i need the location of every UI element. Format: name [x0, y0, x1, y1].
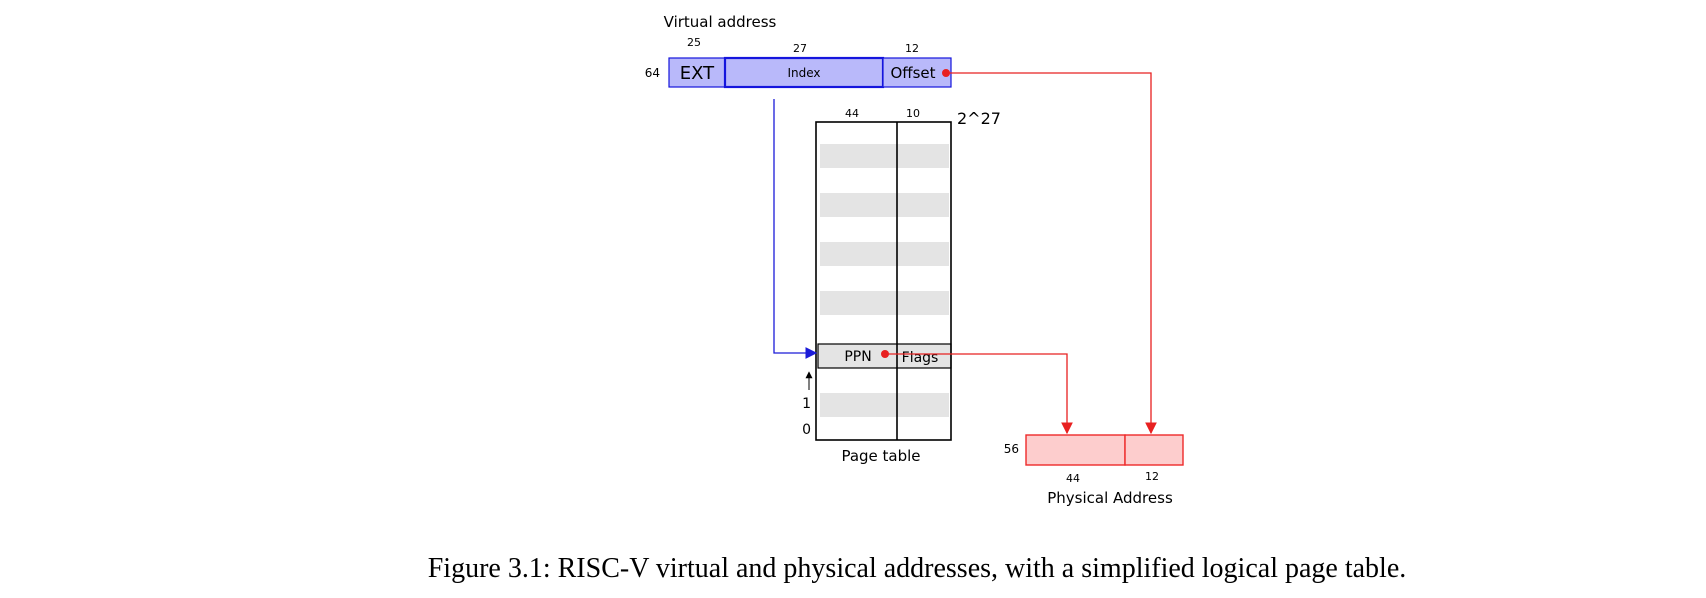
offset-bits-label: 12 — [905, 42, 919, 55]
row-label-1: 1 — [802, 396, 811, 412]
index-bits-label: 27 — [793, 42, 807, 55]
offset-source-dot — [942, 69, 950, 77]
page-table-outline — [815, 121, 952, 441]
ppn-column-bits: 44 — [845, 107, 859, 120]
ext-bits-label: 25 — [687, 36, 701, 49]
offset-copy-arrow — [946, 72, 1157, 435]
ppn-copy-arrow — [885, 353, 1073, 435]
physical-ppn-field — [1025, 434, 1126, 466]
ppn-source-dot — [881, 350, 889, 358]
page-table-row — [820, 144, 949, 168]
page-table-row — [820, 193, 949, 217]
physical-offset-bits: 12 — [1145, 470, 1159, 483]
page-table-label: Page table — [841, 447, 920, 465]
flags-column-bits: 10 — [906, 107, 920, 120]
index-field — [723, 56, 885, 89]
row-label-0: 0 — [802, 422, 811, 438]
physical-address-width: 56 — [1004, 442, 1019, 456]
ext-field — [668, 57, 726, 88]
page-table-row — [820, 393, 949, 417]
page-table-size: 2^27 — [957, 109, 1001, 128]
offset-field — [882, 57, 952, 88]
index-lookup-arrow — [773, 99, 818, 359]
index-field-label: Index — [787, 66, 820, 80]
virtual-address-width: 64 — [645, 66, 660, 80]
physical-address-label: Physical Address — [1047, 489, 1173, 507]
physical-offset-field — [1124, 434, 1184, 466]
flags-label: Flags — [902, 350, 939, 366]
page-table-row — [820, 242, 949, 266]
virtual-address-title: Virtual address — [664, 13, 777, 31]
offset-field-label: Offset — [890, 64, 935, 82]
figure-caption: Figure 3.1: RISC-V virtual and physical … — [428, 553, 1407, 584]
ext-field-label: EXT — [680, 63, 715, 84]
ppn-label: PPN — [844, 349, 871, 365]
physical-ppn-bits: 44 — [1066, 472, 1080, 485]
page-table-row — [820, 291, 949, 315]
